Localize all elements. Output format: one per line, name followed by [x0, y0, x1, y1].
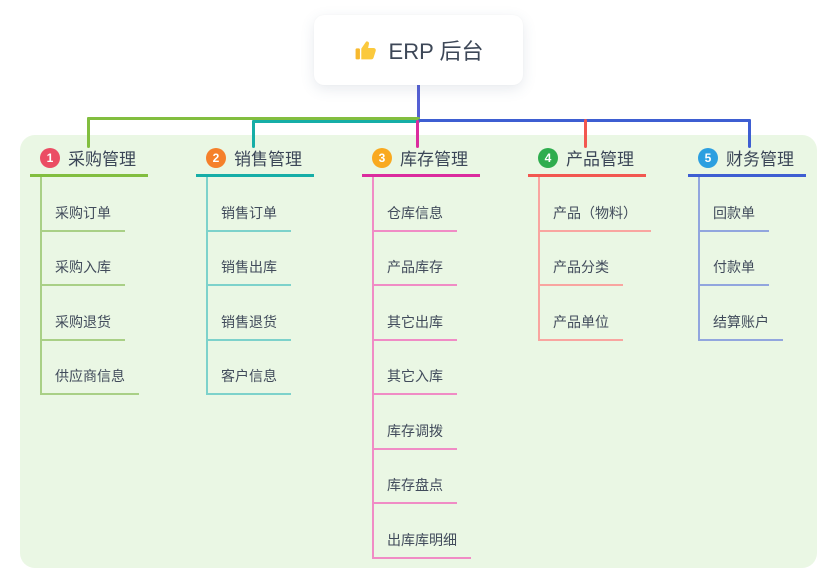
branch-node-finance[interactable]: 5 财务管理: [688, 147, 806, 177]
child-node-purchase-inbound[interactable]: 采购入库: [40, 232, 125, 286]
branch-label: 财务管理: [726, 150, 794, 169]
child-label: 产品库存: [387, 259, 443, 275]
child-node-stock-transfer[interactable]: 库存调拨: [372, 395, 457, 450]
branch-procurement: 1 采购管理 采购订单 采购入库 采购退货 供应商信息: [30, 147, 200, 395]
child-node-stock-count[interactable]: 库存盘点: [372, 450, 457, 504]
child-node-warehouse-info[interactable]: 仓库信息: [372, 177, 457, 232]
child-label: 库存调拨: [387, 422, 443, 439]
child-label: 销售订单: [221, 204, 277, 221]
child-node-sales-order[interactable]: 销售订单: [206, 177, 291, 232]
child-label: 其它入库: [387, 368, 443, 384]
branch-node-product[interactable]: 4 产品管理: [528, 147, 646, 177]
child-label: 其它出库: [387, 313, 443, 330]
badge-3: 3: [372, 147, 392, 168]
root-node-label: ERP 后台: [388, 39, 484, 64]
branch-child-connector: [40, 177, 42, 395]
child-label: 回款单: [713, 204, 755, 221]
child-label: 采购订单: [55, 204, 111, 221]
child-node-purchase-order[interactable]: 采购订单: [40, 177, 125, 232]
branch-label: 采购管理: [68, 150, 136, 169]
child-label: 供应商信息: [55, 368, 125, 384]
connector-branch2-stub: [252, 120, 255, 148]
child-label: 客户信息: [221, 368, 277, 384]
child-node-sales-outbound[interactable]: 销售出库: [206, 232, 291, 286]
branch-label: 销售管理: [234, 150, 302, 169]
badge-4: 4: [538, 147, 558, 168]
branch-product: 4 产品管理 产品（物料） 产品分类 产品单位: [528, 147, 698, 341]
child-node-product-category[interactable]: 产品分类: [538, 232, 623, 286]
root-node-erp-backend[interactable]: ERP 后台: [314, 15, 523, 85]
branch-node-inventory[interactable]: 3 库存管理: [362, 147, 480, 177]
branch-label: 库存管理: [400, 150, 468, 169]
branch-inventory: 3 库存管理 仓库信息 产品库存 其它出库 其它入库 库存调拨 库存盘点 出库库…: [362, 147, 532, 559]
child-node-sales-return[interactable]: 销售退货: [206, 286, 291, 341]
branches-background-panel: [20, 135, 817, 568]
child-label: 销售出库: [221, 259, 277, 275]
child-node-customer-info[interactable]: 客户信息: [206, 341, 291, 395]
badge-5: 5: [698, 147, 718, 168]
child-node-payment-order[interactable]: 付款单: [698, 232, 769, 286]
badge-1: 1: [40, 147, 60, 168]
child-label: 结算账户: [713, 313, 769, 330]
branch-sales: 2 销售管理 销售订单 销售出库 销售退货 客户信息: [196, 147, 366, 395]
connector-trunk: [417, 84, 420, 122]
child-label: 库存盘点: [387, 477, 443, 493]
branch-child-connector: [206, 177, 208, 395]
child-label: 产品分类: [553, 259, 609, 275]
child-node-product-stock[interactable]: 产品库存: [372, 232, 457, 286]
connector-branch1-stub: [87, 117, 90, 148]
child-node-product-material[interactable]: 产品（物料）: [538, 177, 651, 232]
connector-branch3-stub: [416, 120, 419, 148]
connector-branch2-horizontal: [252, 120, 420, 123]
branch-finance: 5 财务管理 回款单 付款单 结算账户: [688, 147, 839, 341]
branch-label: 产品管理: [566, 150, 634, 169]
connector-branch1-horizontal: [87, 117, 420, 120]
child-label: 采购退货: [55, 313, 111, 330]
connector-branch5-stub: [748, 119, 751, 148]
child-label: 产品单位: [553, 313, 609, 330]
child-node-product-unit[interactable]: 产品单位: [538, 286, 623, 341]
child-node-other-inbound[interactable]: 其它入库: [372, 341, 457, 395]
child-node-outbound-detail[interactable]: 出库库明细: [372, 504, 471, 559]
branch-node-sales[interactable]: 2 销售管理: [196, 147, 314, 177]
branch-node-procurement[interactable]: 1 采购管理: [30, 147, 148, 177]
child-label: 销售退货: [221, 313, 277, 330]
child-node-receipt-order[interactable]: 回款单: [698, 177, 769, 232]
child-label: 仓库信息: [387, 204, 443, 221]
child-label: 付款单: [713, 259, 755, 275]
child-node-settlement-account[interactable]: 结算账户: [698, 286, 783, 341]
branch-child-connector: [698, 177, 700, 341]
child-label: 采购入库: [55, 259, 111, 275]
connector-branch4-stub: [584, 119, 587, 148]
child-node-other-outbound[interactable]: 其它出库: [372, 286, 457, 341]
branch-child-connector: [538, 177, 540, 341]
branch-child-connector: [372, 177, 374, 559]
child-node-supplier-info[interactable]: 供应商信息: [40, 341, 139, 395]
badge-2: 2: [206, 147, 226, 168]
child-label: 产品（物料）: [553, 204, 637, 221]
child-label: 出库库明细: [387, 531, 457, 548]
thumbs-up-icon: [354, 38, 379, 63]
child-node-purchase-return[interactable]: 采购退货: [40, 286, 125, 341]
